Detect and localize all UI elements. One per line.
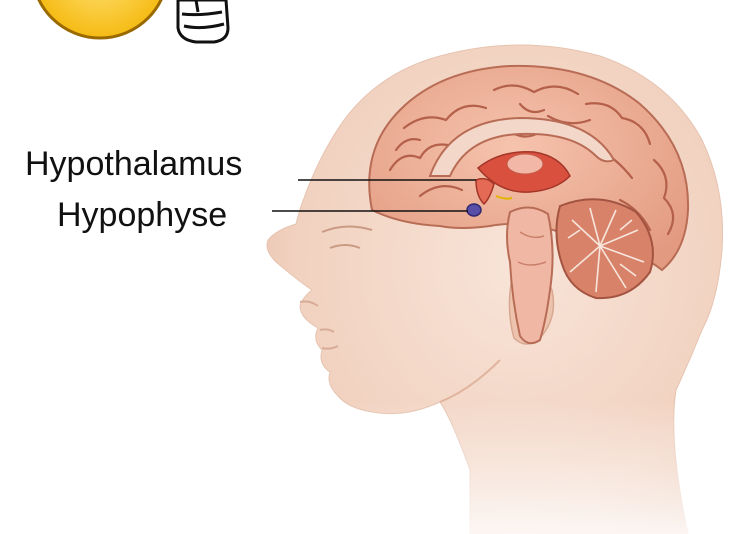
label-hypophyse: Hypophyse bbox=[57, 198, 227, 232]
label-hypothalamus: Hypothalamus bbox=[25, 147, 242, 181]
